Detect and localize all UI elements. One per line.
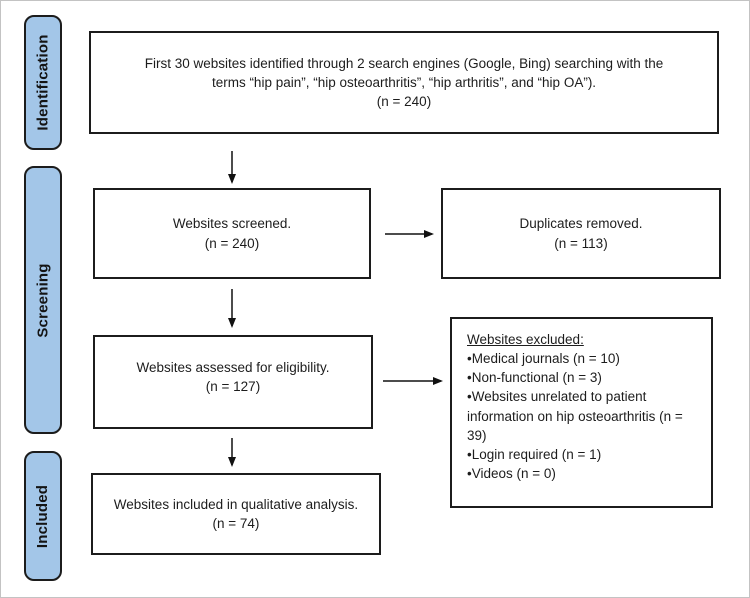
box-websites-screened-content: Websites screened. (n = 240): [173, 214, 291, 252]
box-duplicates-removed-count: (n = 113): [554, 235, 608, 251]
excluded-item-videos: Videos (n = 0): [467, 464, 701, 483]
box-websites-assessed: Websites assessed for eligibility. (n = …: [93, 335, 373, 429]
box-duplicates-removed-text: Duplicates removed.: [519, 216, 643, 232]
box-websites-included-count: (n = 74): [212, 516, 260, 531]
box-websites-assessed-count: (n = 127): [205, 379, 261, 394]
stage-pill-included: Included: [24, 451, 62, 581]
box-websites-identified-count: (n = 240): [376, 94, 432, 110]
excluded-title: Websites excluded:: [467, 332, 584, 347]
box-websites-identified: First 30 websites identified through 2 s…: [89, 31, 719, 134]
box-websites-identified-text: First 30 websites identified through 2 s…: [144, 55, 664, 90]
stage-pill-screening: Screening: [24, 166, 62, 434]
stage-pill-identification: Identification: [24, 15, 62, 150]
excluded-item-non-functional: Non-functional (n = 3): [467, 368, 701, 387]
box-duplicates-removed-content: Duplicates removed. (n = 113): [519, 214, 642, 252]
box-websites-assessed-text: Websites assessed for eligibility.: [136, 359, 330, 375]
box-websites-identified-content: First 30 websites identified through 2 s…: [131, 54, 677, 111]
box-websites-included-content: Websites included in qualitative analysi…: [114, 495, 358, 533]
box-websites-screened: Websites screened. (n = 240): [93, 188, 371, 279]
box-websites-excluded-content: Websites excluded: Medical journals (n =…: [467, 330, 701, 483]
box-websites-excluded: Websites excluded: Medical journals (n =…: [450, 317, 713, 508]
stage-label-screening: Screening: [34, 262, 52, 338]
box-websites-screened-text: Websites screened.: [172, 216, 292, 232]
excluded-item-unrelated: Websites unrelated to patient informatio…: [467, 387, 701, 444]
box-websites-screened-count: (n = 240): [204, 235, 260, 251]
excluded-item-login-required: Login required (n = 1): [467, 445, 701, 464]
box-websites-included-text: Websites included in qualitative analysi…: [113, 496, 359, 512]
box-duplicates-removed: Duplicates removed. (n = 113): [441, 188, 721, 279]
box-websites-assessed-content: Websites assessed for eligibility. (n = …: [136, 358, 329, 396]
excluded-item-medical-journals: Medical journals (n = 10): [467, 349, 701, 368]
stage-label-included: Included: [34, 484, 52, 548]
box-websites-included: Websites included in qualitative analysi…: [91, 473, 381, 555]
stage-label-identification: Identification: [34, 34, 52, 131]
